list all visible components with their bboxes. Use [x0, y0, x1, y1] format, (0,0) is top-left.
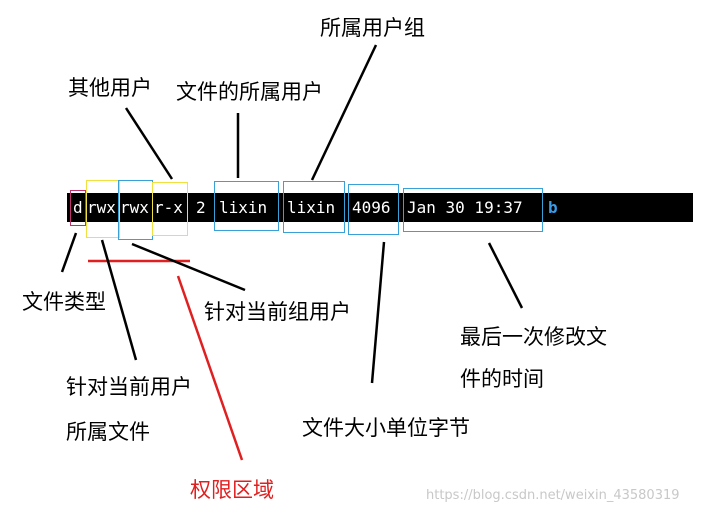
other-permission: r-x	[154, 198, 183, 217]
label-other-users: 其他用户	[68, 76, 152, 100]
group-permission: rwx	[120, 198, 149, 217]
label-owner-perm-line1: 针对当前用户	[66, 375, 192, 399]
label-permission-area: 权限区域	[190, 478, 274, 502]
group-perm-pointer	[131, 242, 246, 292]
permission-pointer	[176, 275, 244, 461]
file-type-box	[70, 190, 86, 226]
file-type-pointer	[60, 232, 78, 273]
other-perm-box	[152, 182, 188, 236]
file-type-char: d	[73, 198, 83, 217]
date-box	[403, 188, 543, 232]
label-owner-perm-line2: 所属文件	[66, 420, 150, 444]
file-name: b	[548, 198, 558, 217]
group-name: lixin	[287, 198, 336, 217]
label-file-owner: 文件的所属用户	[176, 80, 323, 104]
label-file-type: 文件类型	[22, 290, 106, 314]
group-owner-pointer	[310, 44, 378, 181]
group-box	[283, 181, 345, 233]
label-mtime-line1: 最后一次修改文	[460, 325, 607, 349]
size-pointer	[370, 241, 386, 384]
terminal-line	[67, 193, 693, 222]
label-group-owner: 所属用户组	[320, 16, 425, 40]
watermark: https://blog.csdn.net/weixin_43580319	[426, 488, 680, 503]
label-size: 文件大小单位字节	[302, 416, 470, 440]
link-count: 2	[196, 198, 206, 217]
owner-perm-pointer	[100, 239, 138, 361]
label-mtime-line2: 件的时间	[460, 367, 544, 391]
file-size: 4096	[352, 198, 391, 217]
owner-perm-box	[86, 180, 120, 238]
owner-name: lixin	[219, 198, 268, 217]
mtime-pointer	[487, 242, 524, 309]
size-box	[348, 184, 399, 235]
owner-box	[214, 181, 279, 231]
modified-date: Jan 30 19:37	[407, 198, 523, 217]
label-group-perm: 针对当前组用户	[204, 300, 351, 324]
owner-permission: rwx	[87, 198, 116, 217]
other-users-pointer	[124, 107, 174, 180]
